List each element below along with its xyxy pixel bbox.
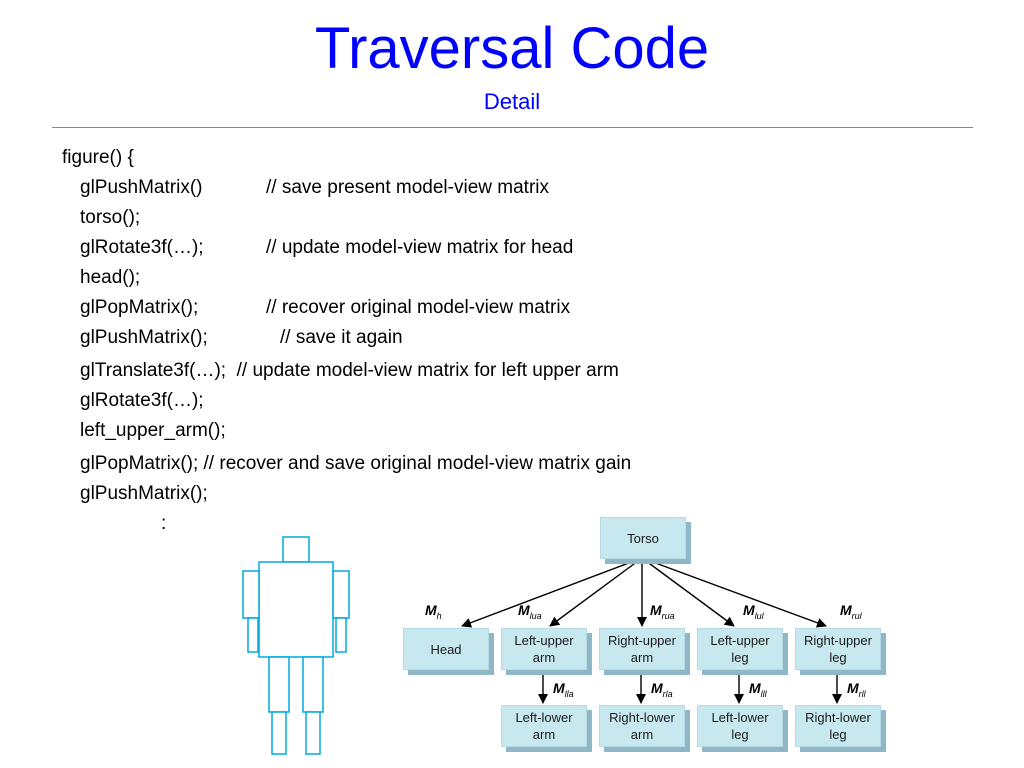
node-left-upper-arm: Left-upper arm	[501, 628, 587, 670]
edge-label-mrll: Mrll	[847, 680, 866, 699]
code-line: glPushMatrix();	[80, 483, 208, 504]
node-right-upper-arm: Right-upper arm	[599, 628, 685, 670]
slide-subtitle: Detail	[483, 89, 541, 114]
edge-label-mh: Mh	[425, 602, 442, 621]
code-line: glRotate3f(…);	[80, 237, 204, 258]
robot-torso	[258, 561, 334, 658]
edge-label-mrua: Mrua	[650, 602, 675, 621]
robot-left-lower-leg	[271, 711, 287, 755]
code-line: glPushMatrix()	[80, 177, 203, 198]
robot-right-lower-arm	[335, 617, 347, 653]
edge-label-mlua: Mlua	[518, 602, 542, 621]
code-line: figure() {	[62, 147, 134, 168]
node-right-lower-arm: Right-lower arm	[599, 705, 685, 747]
node-right-lower-leg: Right-lower leg	[795, 705, 881, 747]
edge-label-mrla: Mrla	[651, 680, 673, 699]
code-line: glPopMatrix();	[80, 297, 199, 318]
robot-right-upper-leg	[302, 656, 324, 713]
robot-left-upper-arm	[242, 570, 260, 619]
robot-right-lower-leg	[305, 711, 321, 755]
robot-head	[282, 536, 310, 563]
code-line: glPushMatrix();	[80, 327, 208, 348]
edge-torso-left-upper-leg	[641, 557, 735, 627]
edge-torso-head	[461, 557, 643, 628]
robot-left-upper-leg	[268, 656, 290, 713]
slide-title: Traversal Code	[314, 16, 710, 81]
divider-rule	[52, 127, 973, 128]
node-left-lower-leg: Left-lower leg	[697, 705, 783, 747]
code-line: glTranslate3f(…); // update model-view m…	[80, 360, 619, 381]
robot-right-upper-arm	[332, 570, 350, 619]
node-right-upper-leg: Right-upper leg	[795, 628, 881, 670]
node-left-upper-leg: Left-upper leg	[697, 628, 783, 670]
edge-label-mlul: Mlul	[743, 602, 764, 621]
code-line: head();	[80, 267, 141, 288]
node-head: Head	[403, 628, 489, 670]
code-line: :	[161, 513, 167, 534]
robot-left-lower-arm	[247, 617, 259, 653]
robot-figure	[242, 536, 350, 755]
code-line: left_upper_arm();	[80, 420, 226, 441]
code-line: torso();	[80, 207, 141, 228]
node-left-lower-arm: Left-lower arm	[501, 705, 587, 747]
code-line: glRotate3f(…);	[80, 390, 204, 411]
edge-label-mlll: Mlll	[749, 680, 767, 699]
code-line: glPopMatrix(); // recover and save origi…	[80, 453, 632, 474]
edge-label-mlla: Mlla	[553, 680, 574, 699]
code-comment: // save present model-view matrix	[266, 177, 549, 198]
edge-torso-right-upper-leg	[641, 557, 827, 628]
code-comment: // save it again	[280, 327, 403, 348]
code-comment: // update model-view matrix for head	[266, 237, 574, 258]
tree-edges	[461, 557, 842, 704]
code-comment: // recover original model-view matrix	[266, 297, 571, 318]
edge-label-mrul: Mrul	[840, 602, 862, 621]
node-torso: Torso	[600, 517, 686, 559]
edge-torso-left-upper-arm	[549, 557, 643, 627]
